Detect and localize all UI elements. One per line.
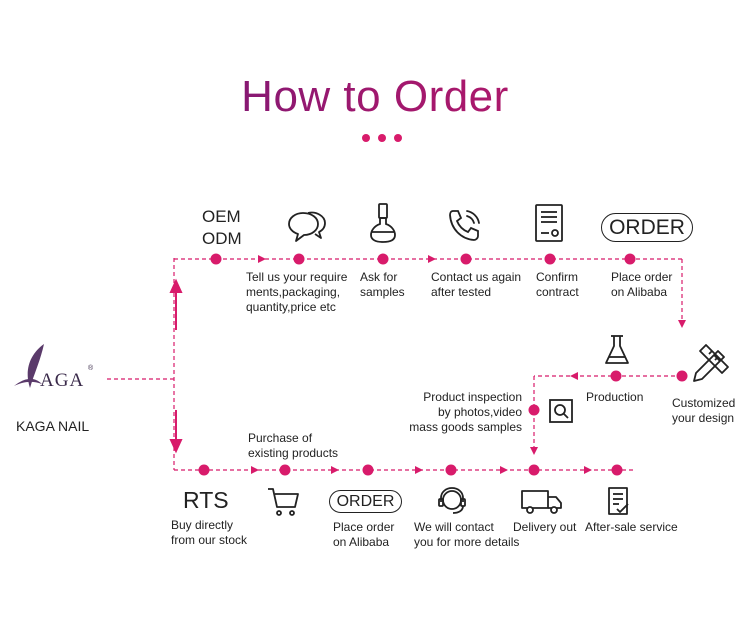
contract-document-icon: [535, 204, 563, 242]
nail-polish-bottle-icon: [370, 203, 396, 243]
service-document-icon: [608, 487, 629, 515]
pencil-ruler-icon: [693, 344, 729, 382]
step-label-inspection: Product inspection by photos,video mass …: [409, 390, 522, 434]
step-label-samples: Ask for samples: [360, 270, 405, 299]
oem-label: OEM: [202, 207, 241, 226]
step-label-after-sale: After-sale service: [585, 520, 678, 534]
step-label-customized: Customized your design: [672, 396, 736, 425]
step-label-production: Production: [586, 390, 644, 404]
step-label-we-will-contact: We will contact you for more details: [414, 520, 520, 549]
chat-bubbles-icon: [288, 211, 326, 242]
order-badge-top: ORDER: [601, 213, 693, 242]
kaga-logo: AGA ®: [14, 344, 94, 391]
step-label-place-order-bottom: Place order on Alibaba: [333, 520, 395, 549]
step-label-buy-directly: Buy directly from our stock: [171, 518, 248, 547]
delivery-truck-icon: [521, 490, 562, 514]
svg-text:AGA: AGA: [40, 370, 84, 391]
odm-label: ODM: [202, 229, 242, 248]
title-dot: [378, 134, 386, 142]
step-label-confirm-contract: Confirm contract: [536, 270, 579, 299]
flask-icon: [605, 335, 629, 364]
purchase-existing-label: Purchase of existing products: [248, 431, 339, 460]
brand-name: KAGA NAIL: [16, 418, 90, 434]
step-label-contact-again: Contact us again after tested: [431, 270, 522, 299]
title-dot: [394, 134, 402, 142]
step-label-delivery-out: Delivery out: [513, 520, 577, 534]
shopping-cart-icon: [268, 488, 299, 516]
step-label-place-order-top: Place order on Alibaba: [611, 270, 673, 299]
inspection-magnifier-icon: [549, 399, 573, 423]
page-title: How to Order: [0, 72, 750, 122]
headset-icon: [438, 487, 466, 514]
phone-icon: [449, 210, 480, 241]
order-badge-bottom: ORDER: [329, 490, 402, 513]
step-label-requirements: Tell us your require ments,packaging, qu…: [246, 270, 348, 314]
svg-text:®: ®: [88, 364, 94, 372]
rts-label: RTS: [183, 487, 229, 513]
title-dot: [362, 134, 370, 142]
